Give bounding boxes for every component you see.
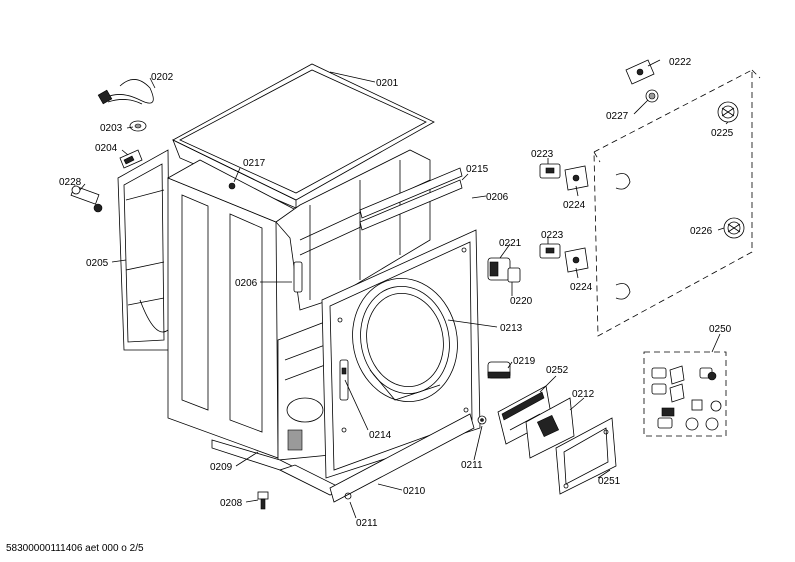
label-0214: 0214 xyxy=(369,430,392,441)
board-0212 xyxy=(525,397,575,459)
side-panel-dashed xyxy=(593,69,761,337)
label-0224-lower: 0224 xyxy=(570,282,593,293)
label-0211-right: 0211 xyxy=(461,460,483,471)
label-0250: 0250 xyxy=(709,324,732,335)
screw-0208 xyxy=(257,491,269,510)
label-0208: 0208 xyxy=(220,498,243,509)
kit-0250 xyxy=(643,351,727,437)
label-0217: 0217 xyxy=(243,158,266,169)
label-0203: 0203 xyxy=(100,123,123,134)
holder-0252 xyxy=(497,385,553,445)
label-0223-lower: 0223 xyxy=(541,230,564,241)
label-0251: 0251 xyxy=(598,476,621,487)
document-footer: 58300000111406 aet 000 o 2/5 xyxy=(6,543,144,554)
cover-0219 xyxy=(487,361,511,379)
label-0220: 0220 xyxy=(510,296,533,307)
valve-0228 xyxy=(70,185,103,213)
hinge-upper xyxy=(539,163,589,191)
label-0210: 0210 xyxy=(403,486,426,497)
label-0211-bottom: 0211 xyxy=(356,518,378,529)
label-0215: 0215 xyxy=(466,164,489,175)
board-0251 xyxy=(555,417,617,495)
label-0219: 0219 xyxy=(513,356,536,367)
label-0252: 0252 xyxy=(546,365,569,376)
label-0224-upper: 0224 xyxy=(563,200,586,211)
label-0228: 0228 xyxy=(59,177,82,188)
cap-0226 xyxy=(723,217,745,239)
grommet xyxy=(129,120,147,132)
label-0222: 0222 xyxy=(669,57,692,68)
leader-lines xyxy=(79,59,729,519)
power-cord xyxy=(97,79,154,105)
label-0227: 0227 xyxy=(606,111,629,122)
label-0202: 0202 xyxy=(151,72,174,83)
label-0221: 0221 xyxy=(499,238,522,249)
label-0213: 0213 xyxy=(500,323,523,334)
bracket-0222 xyxy=(625,59,655,85)
label-0225: 0225 xyxy=(711,128,734,139)
label-0206-right: 0206 xyxy=(486,192,509,203)
bracket-0204 xyxy=(119,149,143,169)
hinge-lower xyxy=(539,243,589,273)
label-0212: 0212 xyxy=(572,389,595,400)
label-0204: 0204 xyxy=(95,143,118,154)
housing-body xyxy=(167,149,463,461)
label-0209: 0209 xyxy=(210,462,233,473)
door-lock xyxy=(487,257,521,283)
label-0226: 0226 xyxy=(690,226,713,237)
label-0223-upper: 0223 xyxy=(531,149,554,160)
kick-plate xyxy=(329,413,475,503)
screw-0211 xyxy=(477,415,487,425)
label-0205: 0205 xyxy=(86,258,109,269)
cabinet-side-panel xyxy=(117,149,171,351)
label-0201: 0201 xyxy=(376,78,399,89)
label-0206-left: 0206 xyxy=(235,278,258,289)
knob-0227 xyxy=(645,89,659,103)
cap-0225 xyxy=(717,101,739,123)
part-labels: 0201 0202 0203 0204 0228 0205 0206 0217 … xyxy=(59,57,734,529)
